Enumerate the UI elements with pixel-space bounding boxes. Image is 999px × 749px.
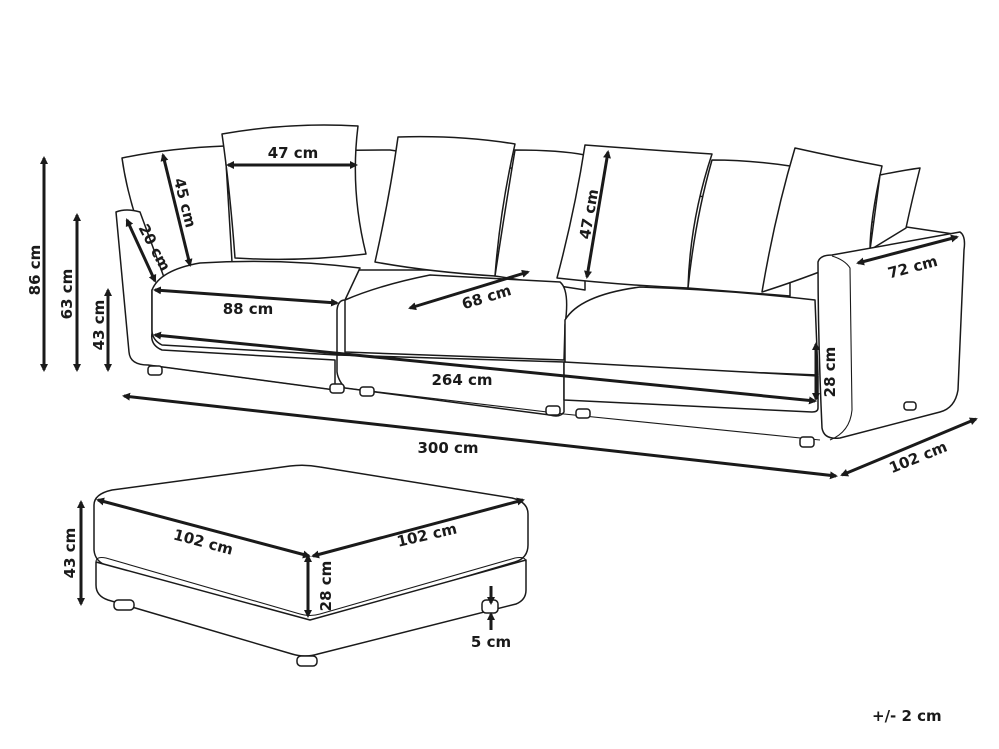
back-cushion-right: [687, 159, 791, 297]
label-seat-width: 88 cm: [223, 300, 274, 318]
back-45-arrow: [160, 153, 193, 267]
total-width-arrow: [122, 392, 838, 480]
sofa-leg: [903, 401, 917, 411]
pillow-2: [374, 135, 516, 277]
label-inner-width: 264 cm: [431, 371, 492, 389]
arm-20-arrow: [125, 218, 157, 283]
tolerance-note: +/- 2 cm: [872, 707, 942, 725]
ottoman-depth-arrow: [311, 497, 525, 559]
label-ottoman-height: 43 cm: [61, 528, 79, 579]
sofa-leg: [359, 386, 375, 397]
label-ottoman-cushion: 28 cm: [317, 561, 335, 612]
seat-depth-arrow: [408, 269, 530, 311]
pillow-1: [221, 124, 367, 261]
inner-width-arrow: [153, 331, 817, 405]
back-cushion-far-right: [869, 167, 921, 251]
label-seat-cushion-height: 28 cm: [821, 347, 839, 398]
pillow-height-arrow: [584, 150, 611, 279]
label-armrest-height: 63 cm: [58, 269, 76, 320]
label-leg-height: 5 cm: [471, 633, 511, 651]
ottoman-leg: [296, 655, 318, 667]
label-seat-height: 43 cm: [90, 300, 108, 351]
sofa-leg: [147, 365, 163, 376]
sofa-leg: [329, 383, 345, 394]
sofa-drawing: [115, 124, 966, 448]
seat-width-arrow: [153, 286, 339, 307]
seat-cushion-right: [564, 286, 819, 376]
total-depth-arrow: [840, 417, 978, 477]
ottoman-drawing: [93, 464, 529, 667]
label-pillow-width: 47 cm: [268, 144, 319, 162]
ottoman-leg: [113, 599, 135, 611]
sofa-leg: [575, 408, 591, 419]
sofa-leg: [545, 405, 561, 416]
seat-cushion-middle: [344, 274, 568, 361]
sofa-leg: [799, 436, 815, 448]
ottoman-width-arrow: [96, 497, 311, 559]
label-total-width: 300 cm: [417, 439, 478, 457]
armrest-width-arrow: [856, 234, 959, 266]
label-total-height: 86 cm: [26, 245, 44, 296]
